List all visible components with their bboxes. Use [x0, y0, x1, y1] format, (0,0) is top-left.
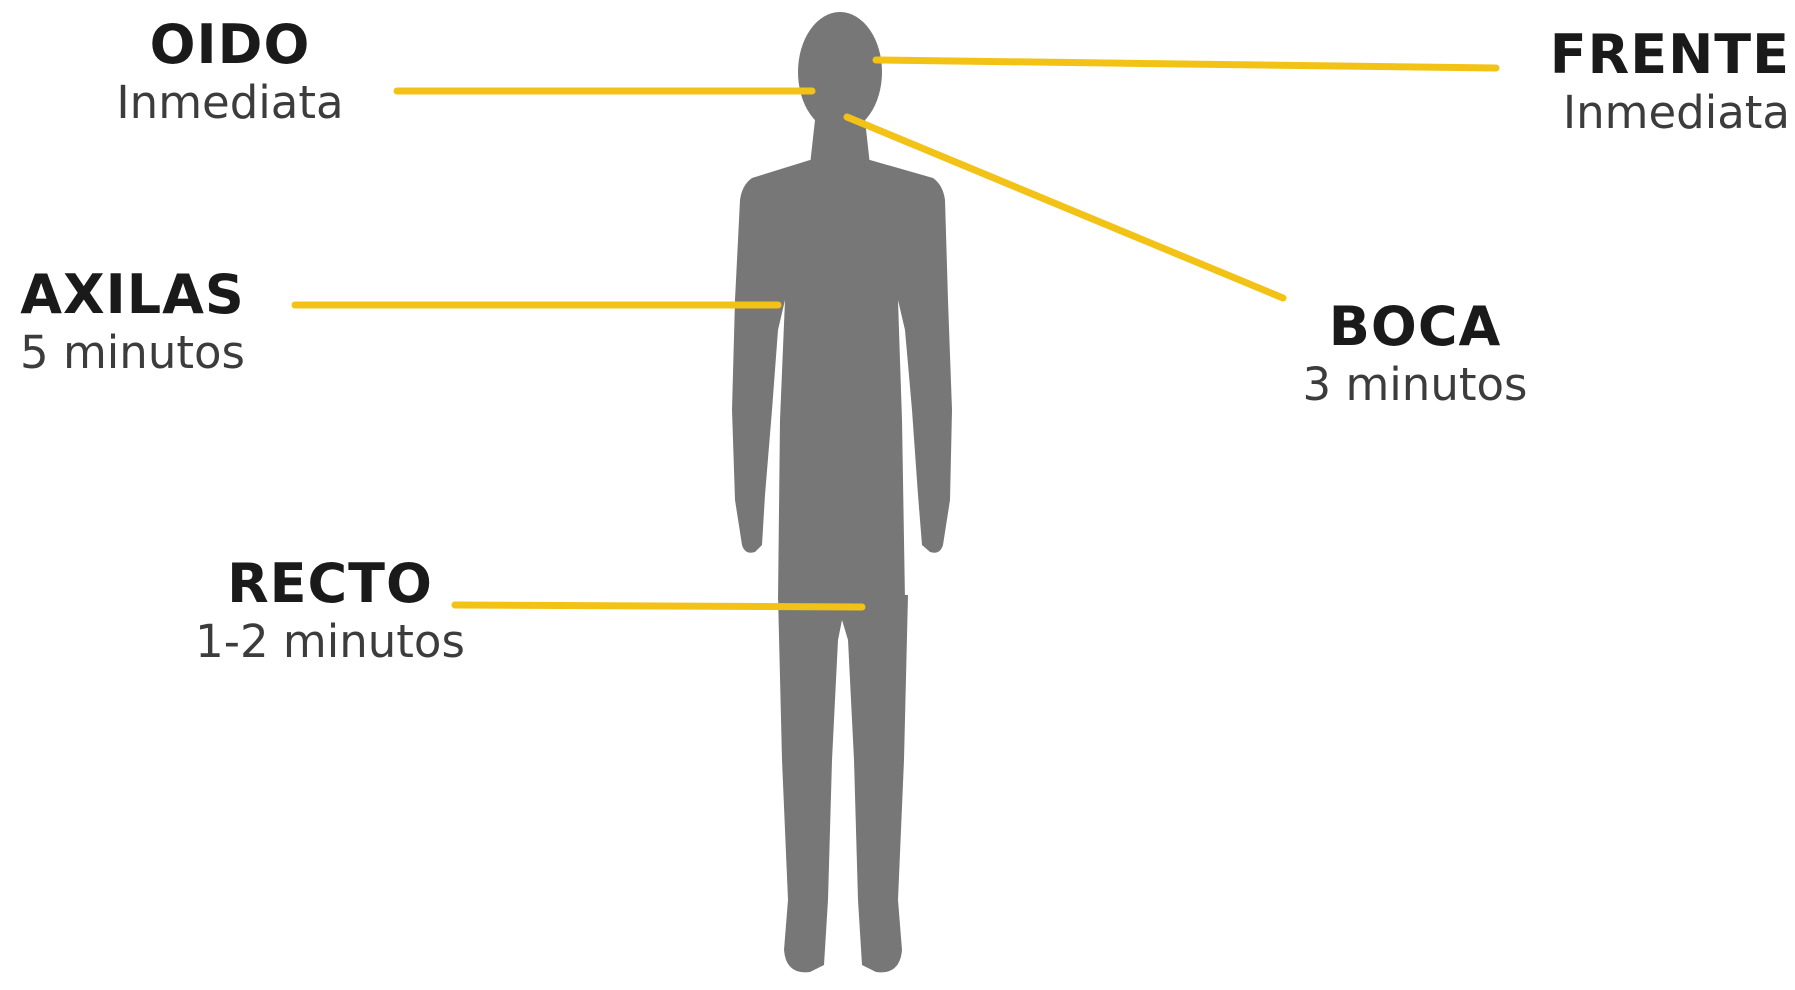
label-boca: BOCA 3 minutos	[1290, 300, 1540, 407]
leader-line-recto	[455, 605, 862, 607]
site-name-boca: BOCA	[1290, 300, 1540, 354]
site-time-oido: Inmediata	[95, 80, 365, 125]
site-time-recto: 1-2 minutos	[185, 619, 475, 664]
leader-line-frente	[876, 60, 1496, 68]
site-name-axilas: AXILAS	[5, 268, 260, 322]
label-oido: OIDO Inmediata	[95, 18, 365, 125]
site-name-frente: FRENTE	[1530, 28, 1790, 82]
human-silhouette	[732, 12, 952, 972]
site-name-recto: RECTO	[185, 557, 475, 611]
label-frente: FRENTE Inmediata	[1530, 28, 1790, 135]
site-time-axilas: 5 minutos	[5, 330, 260, 375]
label-axilas: AXILAS 5 minutos	[5, 268, 260, 375]
label-recto: RECTO 1-2 minutos	[185, 557, 475, 664]
site-time-frente: Inmediata	[1530, 90, 1790, 135]
site-name-oido: OIDO	[95, 18, 365, 72]
site-time-boca: 3 minutos	[1290, 362, 1540, 407]
